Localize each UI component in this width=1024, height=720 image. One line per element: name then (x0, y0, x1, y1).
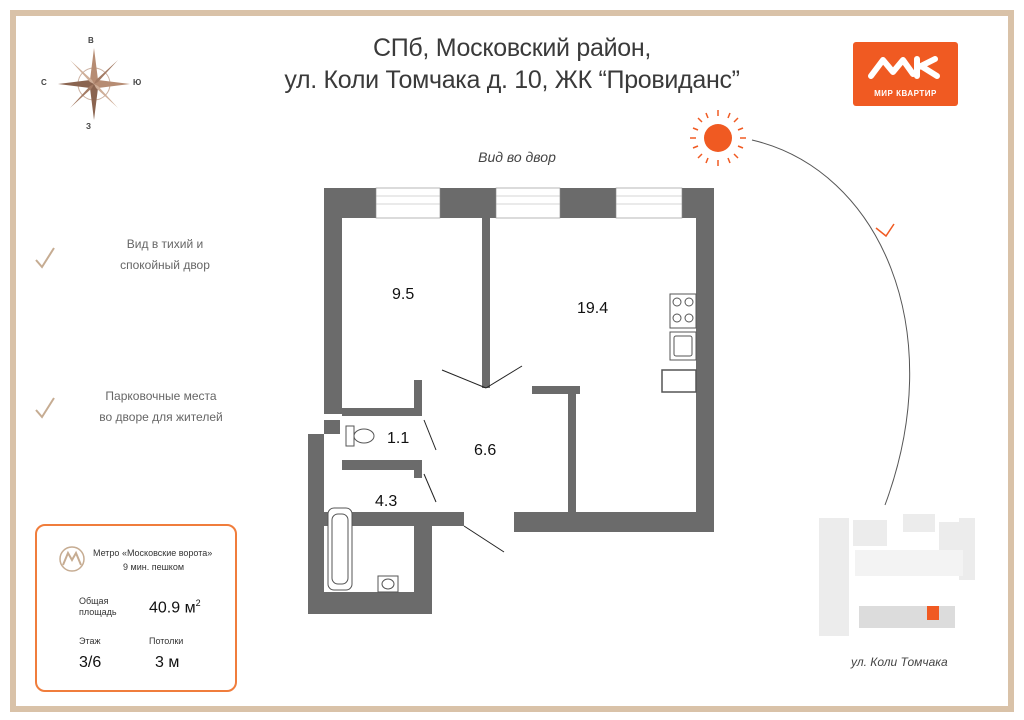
compass-east-label: Ю (133, 78, 142, 87)
feature-1-line-2: спокойный двор (120, 258, 210, 272)
compass-west-label: С (41, 78, 47, 87)
logo-text: МИР КВАРТИР (874, 89, 937, 98)
check-icon (35, 247, 55, 269)
floor-label: Этаж (79, 636, 101, 646)
area-label-2: площадь (79, 607, 117, 617)
toilet-icon (345, 425, 375, 447)
info-card: Метро «Московские ворота» 9 мин. пешком … (35, 524, 237, 692)
feature-2-line-1: Парковочные места (105, 389, 217, 403)
path-arrow-icon (875, 223, 895, 238)
area-label: Общая площадь (79, 596, 117, 618)
metro-name: Метро «Московские ворота» (93, 548, 213, 558)
room-area-wc: 1.1 (387, 430, 410, 447)
floor-plan (308, 187, 714, 614)
page-title: СПб, Московский район, ул. Коли Томчака … (0, 32, 1024, 96)
site-map (819, 514, 975, 636)
logo-mark-icon (868, 56, 940, 79)
room-area-hall: 6.6 (474, 442, 497, 459)
ceiling-value: 3 м (155, 654, 180, 671)
stove-icon (669, 293, 697, 329)
compass-rose-icon (58, 48, 130, 120)
feature-2-line-2: во дворе для жителей (99, 410, 223, 424)
area-value: 40.9 м2 (149, 598, 201, 617)
fridge-icon (661, 369, 697, 393)
kitchen-sink-icon (669, 331, 697, 361)
sink-icon (377, 575, 399, 593)
area-value-number: 40.9 м (149, 599, 196, 617)
compass-south-label: З (86, 122, 92, 131)
floor-value: 3/6 (79, 654, 102, 671)
compass-north-label: В (88, 36, 94, 45)
metro-icon (59, 546, 85, 572)
street-label: ул. Коли Томчака (851, 655, 948, 669)
room-area-bedroom: 9.5 (392, 286, 415, 303)
compass: В С Ю З (41, 36, 142, 132)
metro-walk: 9 мин. пешком (123, 562, 185, 572)
feature-parking: Парковочные места во дворе для жителей (66, 386, 256, 428)
view-label: Вид во двор (478, 149, 556, 165)
brand-logo[interactable]: МИР КВАРТИР (853, 42, 958, 106)
feature-quiet-yard: Вид в тихий и спокойный двор (70, 234, 260, 276)
area-label-1: Общая (79, 596, 109, 606)
sun-path (687, 110, 911, 591)
area-unit-sup: 2 (195, 598, 201, 608)
title-line-2: ул. Коли Томчака д. 10, ЖК “Провиданс” (284, 66, 740, 94)
room-area-living-kitchen: 19.4 (577, 300, 609, 317)
sun-icon (690, 110, 746, 166)
title-line-1: СПб, Московский район, (372, 34, 651, 62)
check-icon (35, 397, 55, 419)
room-area-bathroom: 4.3 (375, 493, 398, 510)
feature-1-line-1: Вид в тихий и (126, 237, 204, 251)
bathtub-icon (327, 507, 353, 591)
building-marker (927, 606, 939, 620)
ceiling-label: Потолки (149, 636, 184, 646)
